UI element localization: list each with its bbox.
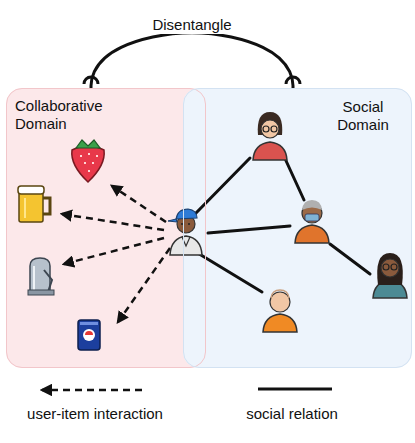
bracket-hook (84, 77, 98, 84)
item-icon (28, 258, 54, 295)
bracket-hook (286, 77, 300, 84)
edge-label: Disentangle (149, 16, 234, 34)
domain-title: Social Domain (327, 98, 399, 134)
domain-region: Collaborative Domain (6, 88, 206, 368)
legend-label: user-item interaction (27, 405, 163, 423)
domain-region: Social Domain (183, 88, 412, 368)
legend-label: social relation (246, 405, 338, 423)
legend-solid-line (258, 388, 332, 391)
person-icon (263, 290, 297, 332)
person-icon (253, 112, 287, 160)
beer-icon (18, 186, 50, 222)
legend-dashed-arrow (42, 389, 142, 392)
user-icon (168, 209, 202, 255)
person-icon (295, 200, 329, 243)
interaction-arrows (62, 186, 170, 322)
person-icon (373, 253, 407, 298)
strawberry-icon (72, 140, 104, 182)
social-relation-lines (196, 152, 370, 292)
disentangle-arc (91, 33, 293, 88)
can-icon (78, 320, 100, 350)
region-fill (183, 88, 412, 368)
region-fill (6, 88, 206, 368)
domain-title: Collaborative Domain (15, 97, 119, 133)
